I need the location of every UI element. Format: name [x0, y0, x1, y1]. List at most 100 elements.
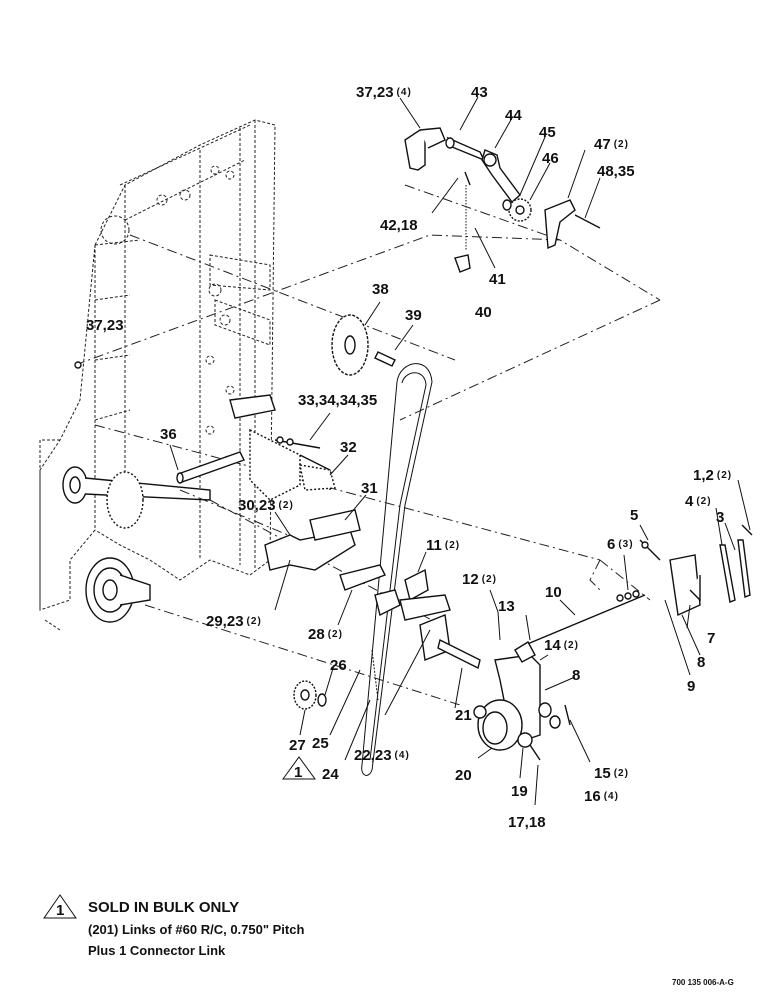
- drive-chain-24: [361, 363, 433, 776]
- note-title: SOLD IN BULK ONLY: [88, 899, 240, 916]
- note-triangle-icon: 1: [43, 894, 77, 919]
- label-7: 7: [707, 630, 715, 647]
- lower-pulley: [85, 557, 151, 623]
- leader-lines: [169, 96, 751, 806]
- svg-text:28(2): 28(2): [308, 626, 343, 643]
- qty-14: (2): [564, 640, 579, 651]
- washer-19: [517, 732, 533, 748]
- svg-text:15(2): 15(2): [594, 765, 629, 782]
- qty-16: (4): [604, 791, 619, 802]
- label-38: 38: [372, 281, 389, 298]
- bushing-45: [502, 199, 512, 211]
- straps-3-4: [719, 524, 753, 603]
- qty-15: (2): [614, 768, 629, 779]
- label-19: 19: [511, 783, 528, 800]
- label-43: 43: [471, 84, 488, 101]
- label-37-23-4: 37,23: [356, 84, 394, 101]
- bolt-5: [639, 539, 661, 561]
- svg-text:37,23(4): 37,23(4): [356, 84, 412, 101]
- label-22-23: 22,23: [354, 747, 392, 764]
- label-10: 10: [545, 584, 562, 601]
- label-30-23: 30,23: [238, 497, 276, 514]
- svg-text:47(2): 47(2): [594, 136, 629, 153]
- label-21: 21: [455, 707, 472, 724]
- pin-36: [176, 451, 245, 484]
- label-32: 32: [340, 439, 357, 456]
- bracket-32: [299, 464, 336, 491]
- svg-text:29,23(2): 29,23(2): [206, 613, 262, 630]
- drive-sprocket-38: [331, 314, 369, 376]
- qty-30-23: (2): [279, 500, 294, 511]
- label-14: 14: [544, 637, 561, 654]
- note-line-1: (201) Links of #60 R/C, 0.750" Pitch: [88, 922, 305, 937]
- label-37-23: 37,23: [86, 317, 124, 334]
- label-8: 8: [572, 667, 580, 684]
- shaft-21: [437, 638, 481, 670]
- label-26: 26: [330, 657, 347, 674]
- label-15: 15: [594, 765, 611, 782]
- label-41: 41: [489, 271, 506, 288]
- label-16: 16: [584, 788, 601, 805]
- label-39: 39: [405, 307, 422, 324]
- svg-text:30,23(2): 30,23(2): [238, 497, 294, 514]
- label-33-34-34-35: 33,34,34,35: [298, 392, 377, 409]
- qty-4: (2): [696, 496, 711, 507]
- label-47: 47: [594, 136, 611, 153]
- qty-37-23-4: (4): [397, 87, 412, 98]
- label-36: 36: [160, 426, 177, 443]
- note-marker-number: 1: [56, 902, 64, 919]
- drive-sprocket-left: [106, 471, 144, 529]
- collar-26: [317, 693, 327, 707]
- qty-28: (2): [328, 629, 343, 640]
- label-5: 5: [630, 507, 638, 524]
- plate-28: [339, 564, 386, 591]
- label-24: 24: [322, 766, 339, 783]
- label-12: 12: [462, 571, 479, 588]
- idler-pulley-20: [473, 699, 523, 751]
- svg-text:11(2): 11(2): [426, 537, 460, 554]
- note-line-2: Plus 1 Connector Link: [88, 943, 226, 958]
- spring-bracket-7: [669, 554, 701, 617]
- qty-29-23: (2): [247, 616, 262, 627]
- washers-15-16: [538, 702, 571, 729]
- label-4: 4: [685, 493, 694, 510]
- svg-text:22,23(4): 22,23(4): [354, 747, 410, 764]
- label-20: 20: [455, 767, 472, 784]
- side-frame: [39, 119, 276, 631]
- label-28: 28: [308, 626, 325, 643]
- bolt-17: [529, 744, 541, 761]
- bolt-33: [274, 436, 321, 449]
- chain-link-25: [371, 649, 379, 701]
- label-9: 9: [687, 678, 695, 695]
- upper-bracket-right: [544, 199, 576, 250]
- sprocket-27: [293, 680, 317, 710]
- label-29-23: 29,23: [206, 613, 244, 630]
- svg-text:16(4): 16(4): [584, 788, 619, 805]
- svg-text:6(3): 6(3): [607, 536, 634, 553]
- svg-text:14(2): 14(2): [544, 637, 579, 654]
- fastener-37-23: [74, 361, 82, 369]
- label-8-right: 8: [697, 654, 705, 671]
- label-13: 13: [498, 598, 515, 615]
- label-46: 46: [542, 150, 559, 167]
- svg-text:4(2): 4(2): [685, 493, 712, 510]
- pivot-shaft-43: [445, 136, 486, 162]
- idler-arm-44: [481, 149, 521, 204]
- key-39: [374, 351, 396, 367]
- label-45: 45: [539, 124, 556, 141]
- spring-anchor-40: [454, 254, 471, 273]
- callout-labels: 37,23(4) 43 44 45 46 47(2) 48,35 42,18 4…: [86, 84, 731, 831]
- label-25: 25: [312, 735, 329, 752]
- tension-rod-10: [514, 594, 646, 663]
- svg-text:12(2): 12(2): [462, 571, 497, 588]
- qty-11: (2): [445, 540, 460, 551]
- label-27: 27: [289, 737, 306, 754]
- label-17-18: 17,18: [508, 814, 546, 831]
- upper-bracket-left: [404, 127, 446, 171]
- label-1-2: 1,2: [693, 467, 714, 484]
- document-number: 700 135 006-A-G: [672, 978, 734, 987]
- bulk-marker-number: 1: [294, 764, 302, 781]
- label-11: 11: [426, 537, 442, 554]
- idler-sprocket-46: [508, 198, 532, 222]
